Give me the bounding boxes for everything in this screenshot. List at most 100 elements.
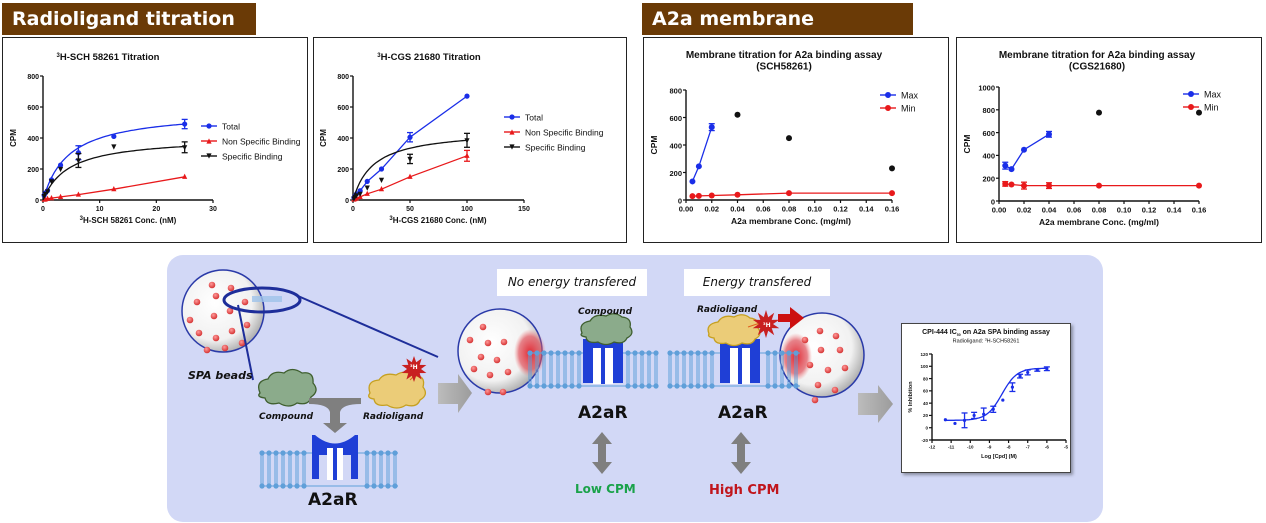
data-point (464, 93, 470, 99)
y-tick-label: 800 (337, 74, 349, 81)
chart-title: CPI-444 IC50 on A2a SPA binding assay (922, 329, 1050, 337)
bead-dot (203, 346, 211, 354)
chart-subtitle: (CGS21680) (1069, 62, 1125, 73)
legend-label: Total (222, 122, 240, 132)
receptor-label-no-transfer: A2aR (578, 403, 628, 423)
chart-title: Membrane titration for A2a binding assay (999, 50, 1196, 61)
lipid-unit (680, 349, 688, 390)
bead-dot (832, 332, 840, 340)
data-point (1008, 166, 1015, 173)
tritium-star-icon-transfer (752, 310, 780, 338)
x-tick-label: -11 (948, 445, 955, 450)
x-axis-label: 3H-CGS 21680 Conc. (nM) (389, 216, 486, 225)
x-tick-label: -10 (967, 445, 974, 450)
x-tick-label: 0.06 (1067, 206, 1082, 215)
chart-membrane-sch58261: Membrane titration for A2a binding assay… (643, 37, 949, 243)
lipid-unit (624, 349, 632, 390)
a2ar-receptor-icon-no-transfer (580, 313, 633, 384)
right-arrow-icon-1 (438, 374, 472, 413)
x-tick-label: 0.14 (859, 205, 874, 214)
data-point (364, 190, 370, 196)
data-point (1026, 370, 1030, 375)
bead-dot (484, 388, 492, 396)
data-point (972, 413, 976, 418)
data-point (464, 138, 470, 144)
data-point (378, 177, 385, 183)
series-specific-binding (41, 141, 188, 201)
x-tick-label: 0.10 (1117, 206, 1132, 215)
x-tick-label: 150 (518, 206, 530, 213)
legend-label: Non Specific Binding (525, 128, 604, 138)
x-tick-label: 20 (152, 206, 160, 213)
lipid-unit (645, 349, 653, 390)
data-point (111, 186, 117, 192)
x-tick-label: 0.10 (807, 205, 822, 214)
data-point (953, 421, 957, 426)
bead-dot (210, 312, 218, 320)
data-point (962, 418, 967, 422)
lipid-unit (293, 449, 301, 490)
data-point (1096, 109, 1102, 116)
x-tick-label: 0.16 (1192, 206, 1207, 215)
chart-title: Membrane titration for A2a binding assay (686, 50, 883, 61)
y-tick-label: 60 (923, 389, 929, 394)
data-point (889, 190, 895, 197)
y-axis-label: CPM (9, 129, 18, 147)
x-tick-label: 10 (96, 206, 104, 213)
data-point (1096, 182, 1102, 189)
x-tick-label: 0.06 (756, 205, 771, 214)
data-point (1001, 398, 1005, 402)
data-point (407, 134, 413, 140)
data-point (943, 418, 947, 422)
x-tick-label: 0.02 (1017, 206, 1032, 215)
chart-title: 3H-SCH 58261 Titration (57, 52, 160, 63)
data-point (57, 162, 64, 168)
legend-label: Specific Binding (525, 143, 586, 153)
tritium-label-mid: ³H (763, 322, 771, 329)
data-point (1046, 182, 1052, 189)
lipid-unit (673, 349, 681, 390)
bead-dot (212, 334, 220, 342)
y-tick-label: 400 (27, 136, 39, 143)
chart-membrane-cgs21680: Membrane titration for A2a binding assay… (956, 37, 1262, 243)
y-tick-label: 200 (982, 174, 995, 183)
y-tick-label: 400 (337, 136, 349, 143)
y-axis-label: % Inhibition (908, 381, 914, 413)
data-point (982, 412, 986, 416)
data-point (695, 192, 702, 199)
bead-dot (212, 292, 220, 300)
y-tick-label: 600 (27, 105, 39, 112)
a2ar-receptor-icon-transfer (707, 314, 761, 384)
data-point (364, 185, 370, 191)
x-tick-label: 100 (461, 206, 473, 213)
series-cpi-444 (943, 366, 1050, 429)
bead-dot (186, 316, 194, 324)
data-point (378, 166, 385, 172)
x-tick-label: -8 (1007, 445, 1011, 450)
lipid-unit (272, 449, 280, 490)
fit-line (42, 145, 185, 201)
lipid-unit (561, 349, 569, 390)
data-point (1021, 146, 1027, 153)
bead-dot (221, 344, 229, 352)
y-tick-label: 0 (35, 198, 39, 205)
x-tick-label: 0.04 (1042, 206, 1057, 215)
data-point (364, 178, 370, 184)
bead-dot (841, 364, 849, 372)
data-point (1021, 182, 1027, 189)
data-point (786, 190, 792, 197)
legend-label: Non Specific Binding (222, 137, 301, 147)
bead-dot (500, 338, 508, 346)
high-cpm-label: High CPM (709, 483, 780, 498)
y-tick-label: 100 (920, 364, 928, 369)
x-axis-label: Log [Cpd] (M) (981, 454, 1017, 460)
lipid-unit (547, 349, 555, 390)
bead-dot (466, 336, 474, 344)
data-point (182, 173, 188, 179)
data-point (75, 158, 82, 164)
data-point (111, 133, 117, 140)
bead-dot (814, 381, 822, 389)
data-point (182, 145, 188, 151)
